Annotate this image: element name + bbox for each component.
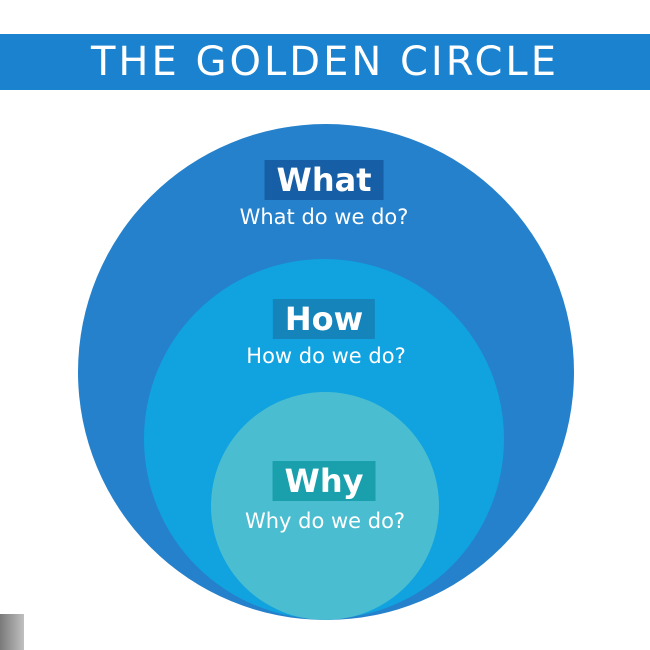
title-banner: THE GOLDEN CIRCLE: [0, 34, 650, 90]
how-question: How do we do?: [246, 344, 406, 368]
how-label: How: [272, 299, 376, 339]
why-label: Why: [272, 461, 376, 501]
diagram-title: THE GOLDEN CIRCLE: [91, 39, 559, 85]
why-circle: [211, 392, 439, 620]
corner-decoration: [0, 614, 24, 650]
what-label: What: [264, 160, 384, 200]
what-question: What do we do?: [239, 205, 409, 229]
why-question: Why do we do?: [244, 509, 406, 533]
